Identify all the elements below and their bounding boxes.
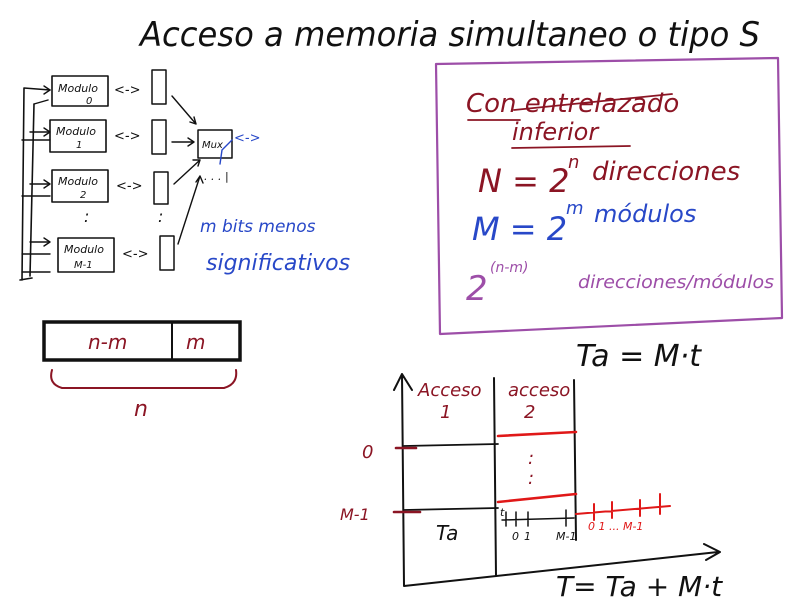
module-index: 1 <box>76 140 82 151</box>
column-header-access1: Acceso <box>417 380 482 401</box>
module-box <box>49 119 107 153</box>
row-label-first: 0 <box>362 442 373 463</box>
vertical-dots: : <box>528 448 534 469</box>
register-box <box>159 235 175 271</box>
module-label: Modulo <box>58 82 98 95</box>
bidirectional-arrow: <-> <box>122 247 148 262</box>
n-exponent: n <box>568 152 579 173</box>
bidirectional-arrow: <-> <box>114 83 140 98</box>
module-box <box>57 237 115 273</box>
module-label: Modulo <box>56 125 96 138</box>
high-bits-field: n-m <box>88 330 127 354</box>
tick-label: 0 <box>512 530 519 543</box>
address-format: n-m m n <box>42 320 242 422</box>
mux-output-arrow: <-> <box>234 131 260 146</box>
n-text: direcciones <box>592 157 740 187</box>
vertical-dots: : <box>158 207 163 226</box>
red-tick-labels: 0 1 ... M-1 <box>588 520 643 533</box>
module-label: Modulo <box>64 243 104 256</box>
access-time-cell: Ta <box>436 521 458 545</box>
low-bits-field: m <box>186 330 205 354</box>
vertical-dots: : <box>528 468 534 489</box>
bidirectional-arrow: <-> <box>116 179 142 194</box>
page-title: Acceso a memoria simultaneo o tipo S <box>138 15 760 55</box>
modules-diagram: Modulo 0 Modulo 1 Modulo 2 : Modulo M-1 … <box>19 69 350 281</box>
mux-dots: . . . | <box>204 170 229 183</box>
mux-box <box>197 129 233 159</box>
row-label-last: M-1 <box>340 505 370 524</box>
interleave-subheading: inferior <box>512 118 600 146</box>
bidirectional-arrow: <-> <box>114 129 140 144</box>
select-bits-note: m bits menos <box>200 217 316 237</box>
total-bits-label: n <box>134 397 148 422</box>
column-header-access2: acceso <box>508 380 570 401</box>
register-box <box>151 119 167 155</box>
register-box <box>153 171 169 205</box>
tick-label: 1 <box>524 530 531 543</box>
select-bits-note: significativos <box>206 251 350 276</box>
ratio-exponent: (n-m) <box>490 260 529 276</box>
mux-label: Mux <box>202 140 223 151</box>
m-exponent: m <box>566 198 584 219</box>
cycle-time-mark: t <box>500 506 505 519</box>
address-box <box>42 320 242 362</box>
ratio-text: direcciones/módulos <box>578 272 774 293</box>
module-index: 2 <box>80 190 86 201</box>
vertical-dots: : <box>84 207 89 226</box>
n-equation: N = 2 <box>478 162 569 200</box>
column-header-access2-index: 2 <box>524 402 535 423</box>
module-box <box>51 75 109 107</box>
m-equation: M = 2 <box>472 210 567 248</box>
access-time-formula: Ta = M·t <box>576 339 702 374</box>
module-box <box>51 169 109 203</box>
register-box <box>151 69 167 105</box>
timing-diagram: Ta = M·t Acceso 1 acceso 2 0 M-1 : : Ta … <box>340 339 723 603</box>
tick-label: M-1 <box>556 530 576 543</box>
ratio-base: 2 <box>466 269 488 309</box>
m-text: módulos <box>594 200 696 228</box>
column-header-access1-index: 1 <box>440 402 451 423</box>
module-index: 0 <box>86 96 92 107</box>
module-label: Modulo <box>58 175 98 188</box>
module-index: M-1 <box>74 260 93 271</box>
total-time-formula: T= Ta + M·t <box>556 570 723 603</box>
interleave-box: Con entrelazado inferior N = 2 n direcci… <box>434 56 784 336</box>
